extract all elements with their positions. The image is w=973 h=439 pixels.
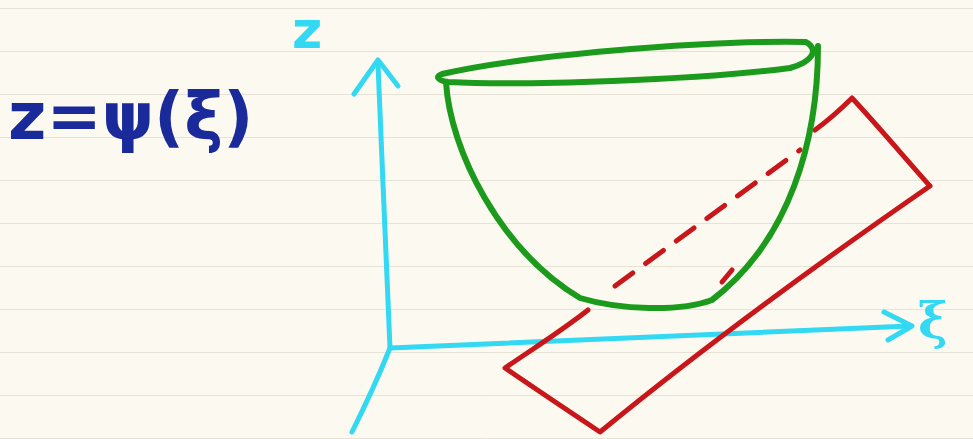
tangent-plane — [505, 98, 930, 432]
function-equation: z=ψ(ξ) — [8, 84, 253, 150]
convex-surface — [438, 42, 818, 308]
coordinate-axes — [352, 60, 912, 432]
axis-label: z — [292, 4, 322, 56]
axis-label: ξ — [918, 296, 948, 346]
